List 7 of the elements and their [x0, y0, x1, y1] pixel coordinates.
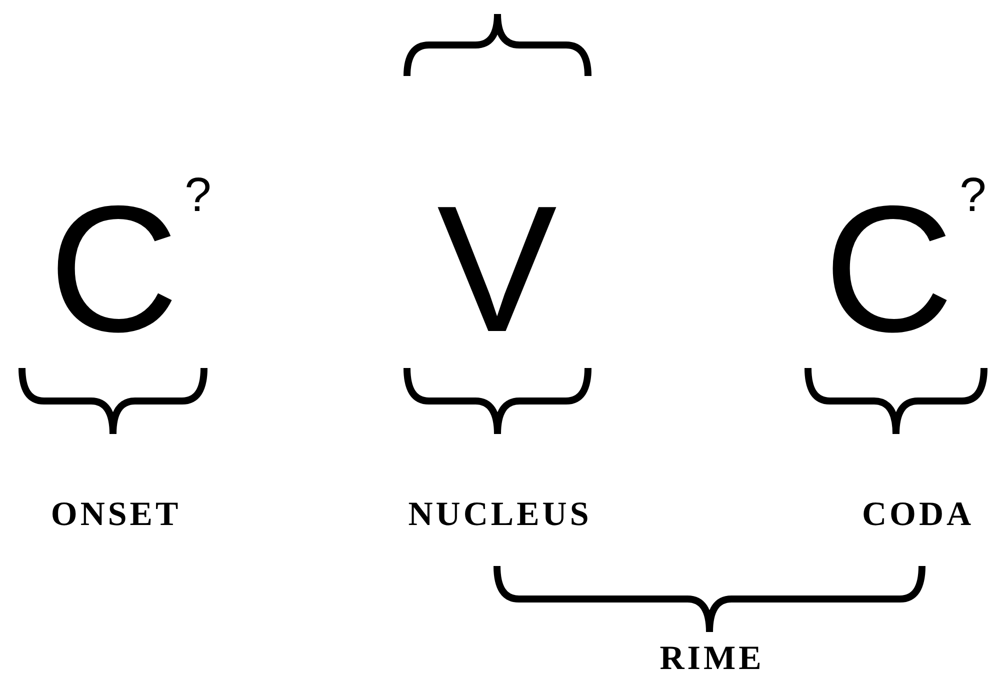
constituent-label: RIME: [660, 640, 764, 678]
vowel-symbol: V: [436, 180, 558, 360]
constituent-label: CODA: [862, 496, 974, 534]
constituent-label: ONSET: [50, 496, 182, 534]
consonant-symbol: C$^{?}$: [48, 180, 212, 360]
consonant-symbol: C$^{?}$: [824, 180, 986, 360]
constituent-label: NUCLEUS: [408, 496, 592, 534]
